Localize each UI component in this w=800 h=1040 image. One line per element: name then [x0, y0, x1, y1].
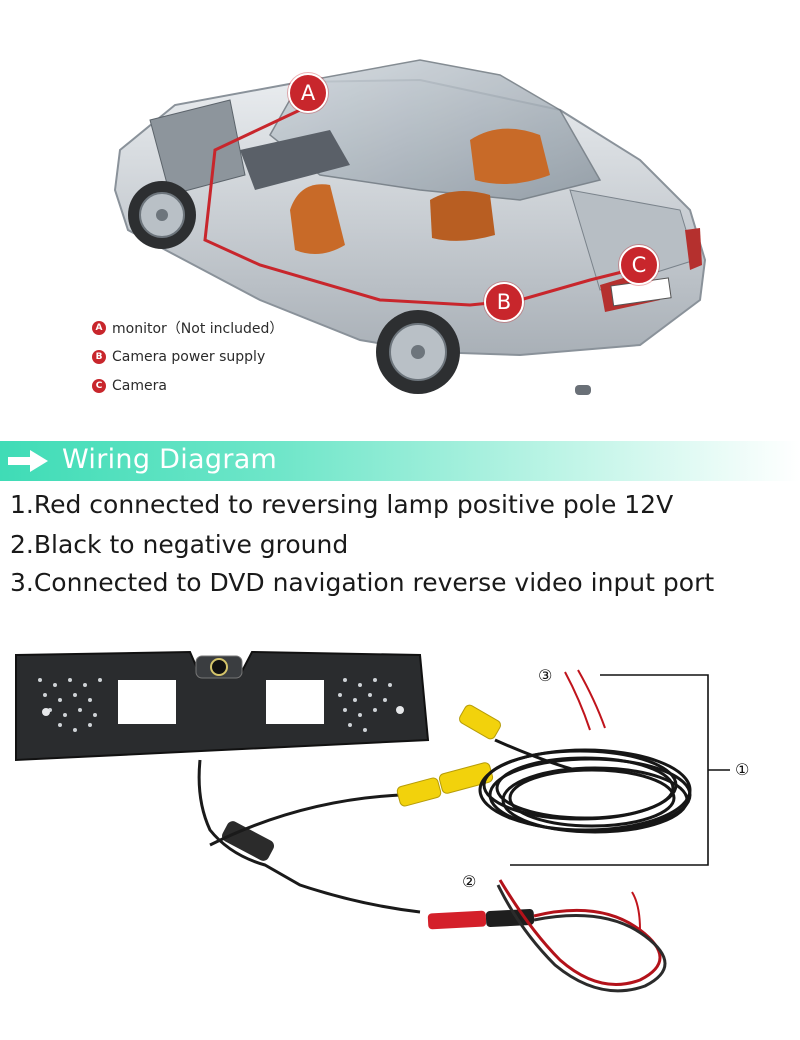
legend-badge-b: B: [92, 349, 106, 364]
power-plug-red: [427, 910, 487, 930]
seat-front: [290, 184, 345, 254]
legend-item-monitor: A monitor（Not included）: [92, 313, 283, 342]
legend-item-power: B Camera power supply: [92, 342, 283, 371]
rca-yellow-plug: [396, 777, 442, 807]
exhaust: [575, 385, 591, 395]
callout-b: B: [484, 282, 524, 322]
arrow-right-icon: [8, 450, 48, 472]
seat-rear-2: [430, 191, 495, 241]
tail-light-right: [685, 228, 702, 270]
front-wheel: [128, 181, 196, 249]
car-illustration: [113, 59, 707, 395]
marker-three: ③: [538, 666, 553, 685]
license-plate-frame: [15, 650, 430, 762]
cable-coil: [478, 748, 692, 834]
camera-cable: [197, 759, 421, 914]
rear-wheel: [376, 310, 460, 394]
legend-badge-a: A: [92, 320, 106, 335]
callout-a: A: [288, 73, 328, 113]
section-banner: Wiring Diagram: [0, 441, 800, 481]
marker-one: ①: [735, 760, 750, 779]
video-cable: [209, 793, 401, 847]
inline-connector: [221, 821, 275, 861]
legend: A monitor（Not included） B Camera power s…: [92, 313, 283, 400]
legend-badge-c: C: [92, 378, 106, 393]
legend-label-power: Camera power supply: [112, 348, 266, 365]
legend-item-camera: C Camera: [92, 371, 283, 400]
power-wire-top-2: [577, 669, 606, 729]
banner-title: Wiring Diagram: [62, 444, 278, 475]
callout-c: C: [619, 245, 659, 285]
red-black-wire: [496, 879, 667, 993]
power-wire-top: [564, 671, 591, 731]
wiring-product-diagram: [15, 650, 730, 993]
legend-label-monitor: monitor（Not included）: [112, 320, 284, 337]
instruction-3: 3.Connected to DVD navigation reverse vi…: [10, 568, 715, 597]
power-plug-black: [485, 908, 535, 928]
rca-yellow-plug-top: [459, 704, 501, 740]
red-wire-end: [631, 891, 641, 931]
camera-lens: [210, 658, 228, 676]
legend-label-camera: Camera: [112, 377, 167, 394]
engine-bay: [149, 99, 246, 196]
instruction-1: 1.Red connected to reversing lamp positi…: [10, 490, 674, 519]
instruction-2: 2.Black to negative ground: [10, 530, 349, 559]
seat-rear: [470, 128, 550, 184]
wiring-path: [203, 108, 631, 307]
dashboard: [240, 130, 350, 190]
marker-two: ②: [462, 872, 477, 891]
coil-lead-top: [494, 738, 576, 772]
